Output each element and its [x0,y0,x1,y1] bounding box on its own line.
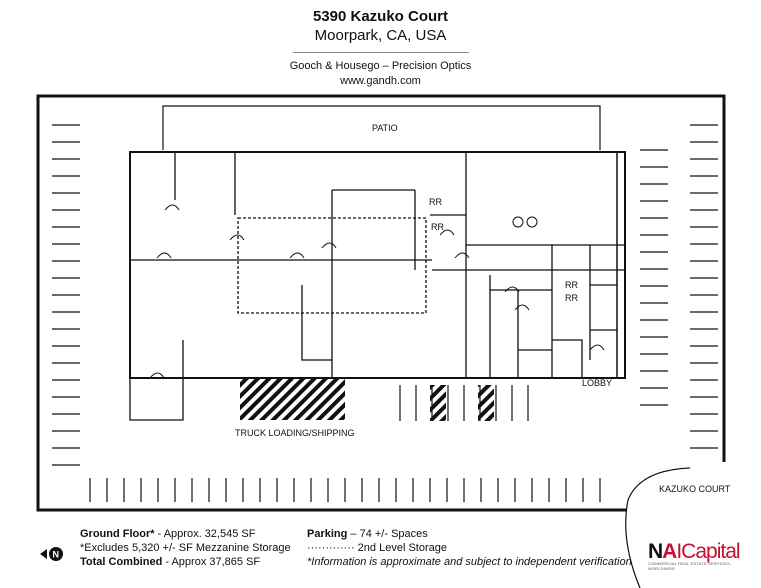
street-curb [625,467,691,588]
logo-capital: ICapital [676,540,740,563]
parking-value: – 74 +/- Spaces [347,528,428,540]
truck-loading-area [240,378,345,420]
ground-floor-label: Ground Floor* [80,528,155,540]
total-value: - Approx 37,865 SF [162,556,261,568]
disclaimer: *Information is approximate and subject … [307,556,632,568]
logo-tagline: COMMERCIAL REAL ESTATE SERVICES, WORLDWI… [648,561,732,571]
north-letter: N [53,550,60,560]
logo-n: N [648,540,663,563]
nai-capital-logo: NAICapital COMMERCIAL REAL ESTATE SERVIC… [648,540,743,571]
north-arrow-icon: N [40,547,63,561]
parking-legend: Parking – 74 +/- Spaces ············· 2n… [307,527,632,569]
tenant-website[interactable]: www.gandh.com [340,75,421,87]
ground-floor-value: - Approx. 32,545 SF [154,528,256,540]
restroom-label: RR [565,293,578,303]
storage-marker: ············· [307,542,355,554]
lobby-label: LOBBY [582,378,612,388]
lot-boundary [36,94,726,512]
total-label: Total Combined [80,556,163,568]
parking-stalls [52,124,718,502]
restroom-label: RR [431,222,444,232]
street-label: KAZUKO COURT [659,484,731,494]
hatched-stall [430,385,446,421]
restroom-label: RR [565,280,578,290]
area-legend: Ground Floor* - Approx. 32,545 SF *Exclu… [80,527,291,569]
mezzanine-storage [237,217,427,314]
patio [162,105,601,150]
storage-label: 2nd Level Storage [354,542,447,554]
logo-a: A [662,540,677,563]
door-swings [149,204,605,379]
patio-label: PATIO [372,123,398,133]
hatched-stall [478,385,494,421]
building-outline [129,151,626,379]
property-address: 5390 Kazuko Court [312,8,449,25]
restroom-label: RR [429,197,442,207]
mezzanine-note: *Excludes 5,320 +/- SF Mezzanine Storage [80,542,291,554]
truck-loading-label: TRUCK LOADING/SHIPPING [235,428,355,438]
tenant-name: Gooch & Housego – Precision Optics [289,60,472,72]
parking-label: Parking [307,528,348,540]
property-city: Moorpark, CA, USA [314,27,447,44]
header-divider [293,52,469,53]
interior-walls [129,152,625,421]
